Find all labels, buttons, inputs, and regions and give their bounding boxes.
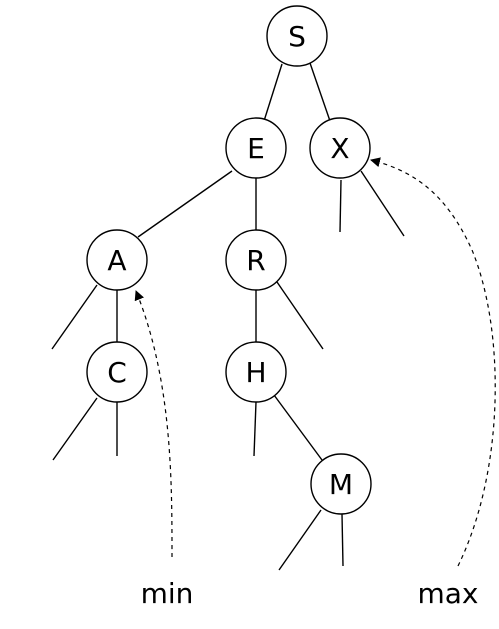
node-label-c: C (107, 356, 127, 389)
node-r: R (225, 229, 287, 291)
node-label-a: A (107, 244, 126, 277)
node-label-e: E (247, 132, 265, 165)
edge-h-null-left (253, 401, 257, 457)
node-label-s: S (288, 20, 306, 53)
edge-s-e (263, 63, 283, 122)
node-s: S (266, 5, 328, 67)
node-h: H (225, 341, 287, 403)
tree-edges (51, 62, 405, 571)
edge-m-null-left (278, 509, 322, 571)
edge-r-null-right (276, 281, 324, 350)
node-m: M (310, 453, 372, 515)
node-label-m: M (329, 468, 353, 501)
node-e: E (225, 117, 287, 179)
node-label-x: X (330, 132, 349, 165)
edge-e-a (137, 170, 233, 238)
node-x: X (309, 117, 371, 179)
edge-s-x (309, 62, 331, 122)
node-label-r: R (246, 244, 265, 277)
node-label-h: H (245, 356, 266, 389)
min-label: min (141, 577, 194, 610)
max-label: max (417, 577, 478, 610)
node-a: A (86, 229, 148, 291)
edge-a-null-left (51, 284, 98, 350)
edge-m-null-right (341, 513, 344, 567)
node-c: C (86, 341, 148, 403)
min-pointer-arrow (134, 290, 173, 558)
max-pointer-arrow (370, 157, 496, 567)
edge-x-null-right (360, 170, 405, 237)
edge-x-null-left (339, 179, 342, 233)
edge-h-m (273, 394, 323, 461)
edge-c-null-left (52, 397, 98, 461)
